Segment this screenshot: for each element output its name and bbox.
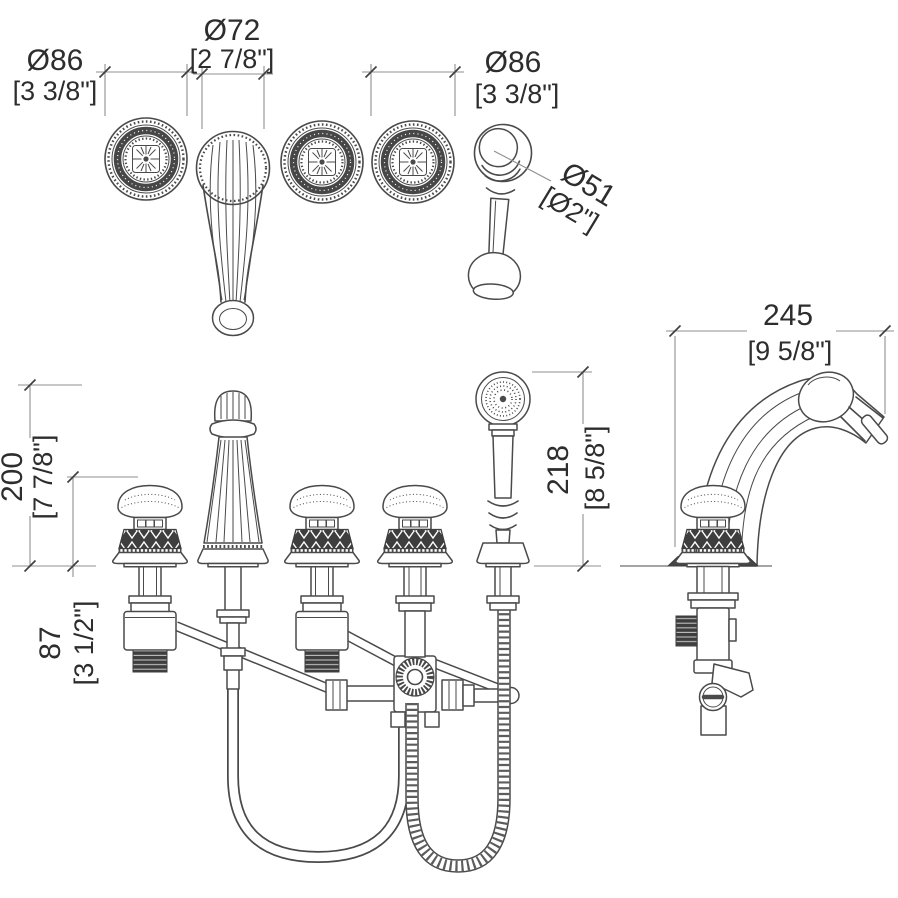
dim-spout-reach: 245 [9 5/8"]: [666, 299, 894, 547]
left-handle-shank: [123, 565, 177, 673]
dim-text-left-handle-inch: [3 3/8"]: [13, 76, 98, 106]
plan-spout: [195, 130, 271, 337]
dim-text-spout-reach-inch: [9 5/8"]: [748, 336, 833, 366]
front-handshower: [475, 371, 531, 568]
dim-text-spout-height-mm: 200: [0, 452, 29, 502]
front-spout: [197, 390, 269, 568]
dim-spout-diameter: Ø72 [2 7/8"]: [190, 14, 275, 129]
handshower-dia-leader: [493, 150, 552, 182]
front-handle-left: [111, 484, 189, 569]
dim-text-spout-inch: [2 7/8"]: [190, 44, 275, 74]
plan-view: [105, 118, 552, 337]
dim-handshower-height: 218 [8 5/8"]: [532, 365, 610, 573]
handshower-shank: [494, 565, 512, 599]
dim-text-left-handle-mm: Ø86: [27, 44, 84, 77]
dim-text-spout-reach-mm: 245: [763, 299, 813, 332]
front-view-fixtures: [111, 371, 531, 569]
diverter-tee-body: [390, 655, 440, 728]
dim-text-handle-height-inch: [3 1/2"]: [69, 601, 99, 686]
plan-handle-left: [105, 118, 187, 200]
dim-text-handshower-height-inch: [8 5/8"]: [580, 426, 610, 511]
dim-text-handle-height-mm: 87: [34, 626, 67, 659]
dim-text-right-handle-mm: Ø86: [485, 46, 542, 79]
dim-right-handle-diameter: Ø86 [3 3/8"]: [362, 46, 559, 116]
side-view: 245 [9 5/8"]: [620, 299, 894, 736]
tee-left-pipe: [325, 679, 397, 711]
handshower-hose-nut: [486, 595, 520, 611]
plan-handle-right: [372, 121, 454, 203]
dim-text-spout-height-inch: [7 7/8"]: [28, 435, 58, 520]
side-valve-body: [675, 565, 754, 736]
side-spout-cap: [797, 371, 855, 423]
dim-handle-height: 87 [3 1/2"]: [34, 470, 138, 686]
dim-text-spout-mm: Ø72: [204, 14, 261, 47]
side-spout-outlet: [860, 414, 889, 445]
handshower-hose: [405, 607, 511, 873]
spout-shank: [216, 565, 250, 690]
side-spout: [695, 371, 889, 567]
supply-pipe-c: [426, 656, 502, 694]
spout-u-tube: [227, 688, 410, 864]
plan-handshower: [467, 123, 533, 301]
dim-text-handshower-height-mm: 218: [542, 445, 575, 495]
supply-pipe-a: [174, 621, 334, 695]
front-view-under-deck: [123, 565, 520, 873]
right-handle-shank: [395, 565, 435, 658]
dim-left-handle-diameter: Ø86 [3 3/8"]: [13, 44, 196, 116]
dim-handshower-diameter: Ø51 [Ø2"]: [536, 156, 621, 238]
dim-spout-height: 200 [7 7/8"]: [0, 378, 96, 573]
front-handle-right: [376, 484, 454, 569]
plan-handle-middle: [281, 121, 363, 203]
front-handle-middle: [283, 484, 361, 569]
dim-text-right-handle-inch: [3 3/8"]: [475, 79, 560, 109]
middle-handle-shank: [295, 565, 349, 673]
